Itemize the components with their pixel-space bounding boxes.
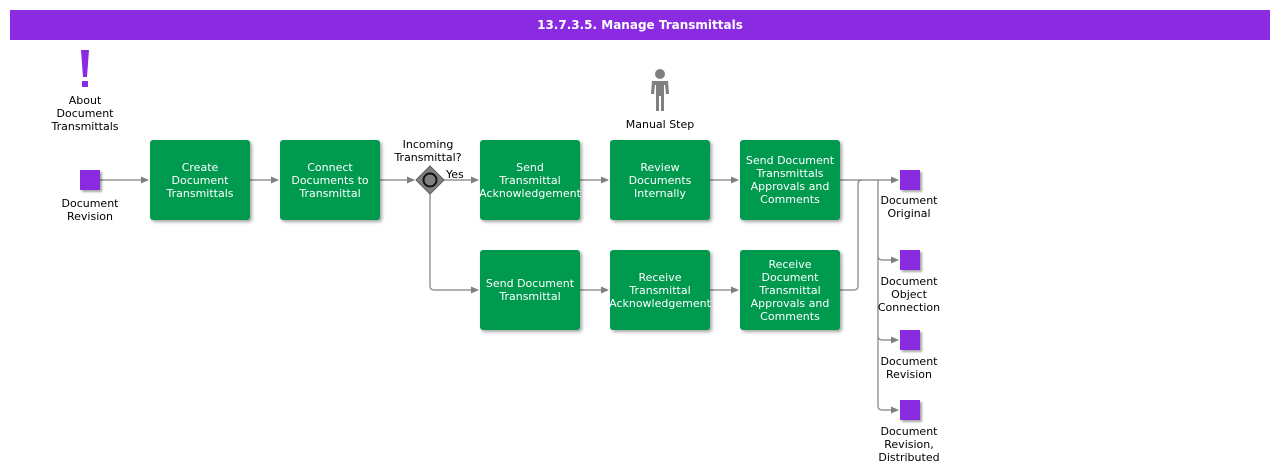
document-revision-distributed-label: Document Revision, Distributed	[878, 425, 940, 464]
edge-to-document-revision-out	[877, 335, 899, 344]
edge-gateway-to-send-transmittal	[429, 194, 479, 294]
document-revision-output[interactable]	[900, 330, 920, 350]
gateway-question-label: Incoming Transmittal?	[394, 138, 462, 164]
diagram-title: 13.7.3.5. Manage Transmittals	[10, 10, 1270, 40]
step-receive-transmittal-acknowledgement[interactable]: Receive Transmittal Acknowledgement	[609, 250, 711, 330]
manual-step-label: Manual Step	[625, 118, 695, 131]
person-icon	[651, 69, 669, 111]
document-original-label: Document Original	[880, 194, 938, 220]
edge-output-branch	[877, 180, 899, 414]
document-revision-output-label: Document Revision	[880, 355, 938, 381]
document-object-connection-output[interactable]	[900, 250, 920, 270]
step-send-approvals-comments[interactable]: Send Document Transmittals Approvals and…	[740, 140, 840, 220]
step-receive-approvals-comments[interactable]: Receive Document Transmittal Approvals a…	[740, 250, 840, 330]
document-original-output[interactable]	[900, 170, 920, 190]
document-object-connection-label: Document Object Connection	[877, 275, 941, 314]
about-label: About Document Transmittals	[51, 94, 119, 133]
step-send-transmittal-acknowledgement[interactable]: Send Transmittal Acknowledgement	[479, 140, 581, 220]
exclamation-icon	[81, 50, 89, 87]
step-review-documents[interactable]: Review Documents Internally	[610, 140, 710, 220]
edge-receive-approvals-to-outputs	[840, 179, 863, 291]
step-create-document-transmittals[interactable]: Create Document Transmittals	[150, 140, 250, 220]
document-revision-input-label: Document Revision	[61, 197, 119, 223]
document-revision-distributed-output[interactable]	[900, 400, 920, 420]
event-gateway-icon	[415, 165, 445, 195]
step-connect-documents[interactable]: Connect Documents to Transmittal	[280, 140, 380, 220]
document-revision-input[interactable]	[80, 170, 100, 190]
step-send-document-transmittal[interactable]: Send Document Transmittal	[480, 250, 580, 330]
edge-to-object-connection	[877, 255, 899, 264]
gateway-yes-label: Yes	[446, 168, 464, 181]
